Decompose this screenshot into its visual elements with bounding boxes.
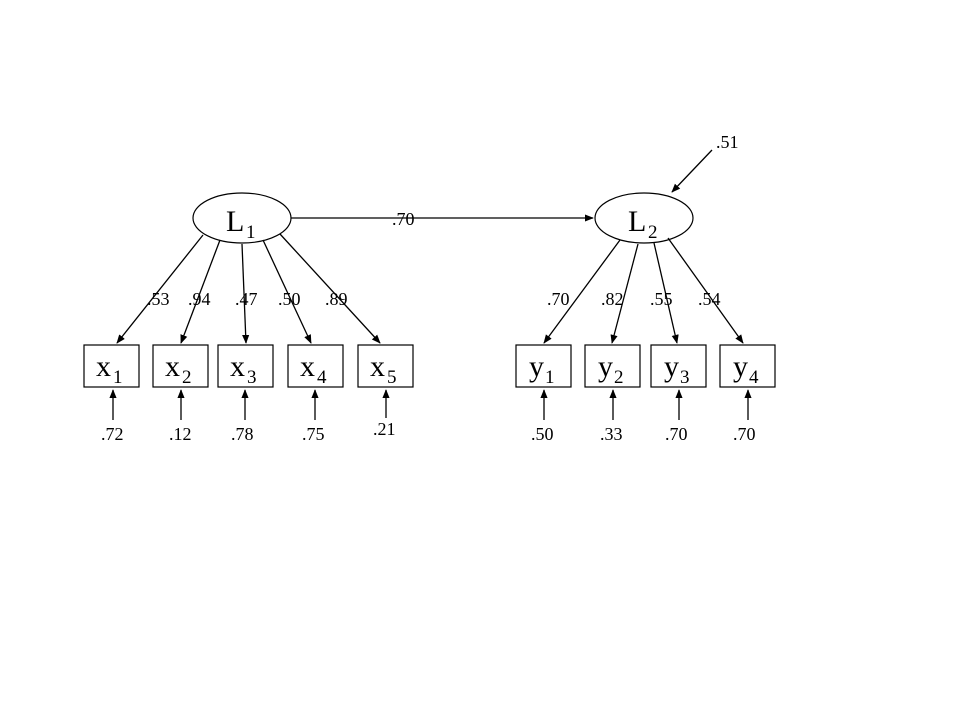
error-value-y3: .70 [665, 424, 688, 444]
error-value-x3: .78 [231, 424, 254, 444]
loading-arrow-y1 [543, 239, 621, 344]
indicator-x5: x 5 [357, 344, 414, 388]
loading-value-x3: .47 [235, 289, 258, 309]
indicator-x3: x 3 [217, 344, 274, 388]
disturbance-arrow [671, 149, 713, 193]
indicator-x4: x 4 [287, 344, 344, 388]
loading-arrow-x5 [279, 233, 381, 344]
indicator-x4-subscript: 4 [317, 367, 327, 388]
loading-value-y2: .82 [601, 289, 624, 309]
indicator-x2-subscript: 2 [182, 367, 192, 388]
loading-arrow-x3 [241, 243, 250, 344]
loading-arrow-y2 [610, 243, 639, 344]
loading-arrow-y3 [653, 242, 679, 344]
indicator-x1-subscript: 1 [113, 367, 123, 388]
loading-arrow-x4 [262, 239, 312, 344]
latent-L2: L 2 [594, 192, 694, 244]
indicator-y1-letter: y [529, 350, 544, 383]
indicator-y4: y 4 [719, 344, 776, 388]
indicator-y4-letter: y [733, 350, 748, 383]
structural-path-coefficient: .70 [392, 209, 415, 229]
indicator-x5-letter: x [370, 350, 385, 383]
indicator-x1-letter: x [96, 350, 111, 383]
indicator-x5-subscript: 5 [387, 367, 397, 388]
error-value-y2: .33 [600, 424, 623, 444]
loading-value-x5: .89 [325, 289, 348, 309]
error-value-x5: .21 [373, 419, 396, 439]
indicator-y2-letter: y [598, 350, 613, 383]
indicator-y1: y 1 [515, 344, 572, 388]
loading-value-x2: .94 [188, 289, 211, 309]
loading-value-y3: .55 [650, 289, 673, 309]
error-value-y4: .70 [733, 424, 756, 444]
latent-L2-subscript: 2 [648, 222, 658, 243]
loading-value-y4: .54 [698, 289, 721, 309]
latent-L1-subscript: 1 [246, 222, 256, 243]
loading-value-x4: .50 [278, 289, 301, 309]
error-value-x1: .72 [101, 424, 124, 444]
loading-value-y1: .70 [547, 289, 570, 309]
loading-arrow-x2 [180, 239, 221, 344]
indicator-y2-subscript: 2 [614, 367, 624, 388]
indicator-y4-subscript: 4 [749, 367, 759, 388]
indicator-y3-letter: y [664, 350, 679, 383]
error-value-x4: .75 [302, 424, 325, 444]
indicator-y1-subscript: 1 [545, 367, 555, 388]
indicator-y3: y 3 [650, 344, 707, 388]
indicator-y3-subscript: 3 [680, 367, 690, 388]
latent-L2-letter: L [628, 205, 646, 238]
disturbance-value: .51 [716, 132, 739, 152]
indicator-x3-subscript: 3 [247, 367, 257, 388]
latent-L1: L 1 [192, 192, 292, 244]
indicator-x1: x 1 [83, 344, 140, 388]
indicator-x3-letter: x [230, 350, 245, 383]
indicator-x2-letter: x [165, 350, 180, 383]
indicator-y2: y 2 [584, 344, 641, 388]
error-value-y1: .50 [531, 424, 554, 444]
latent-L1-letter: L [226, 205, 244, 238]
loading-arrow-y4 [667, 237, 744, 344]
loading-value-x1: .53 [147, 289, 170, 309]
indicator-x2: x 2 [152, 344, 209, 388]
indicator-x4-letter: x [300, 350, 315, 383]
loading-arrow-x1 [116, 234, 204, 344]
error-value-x2: .12 [169, 424, 192, 444]
